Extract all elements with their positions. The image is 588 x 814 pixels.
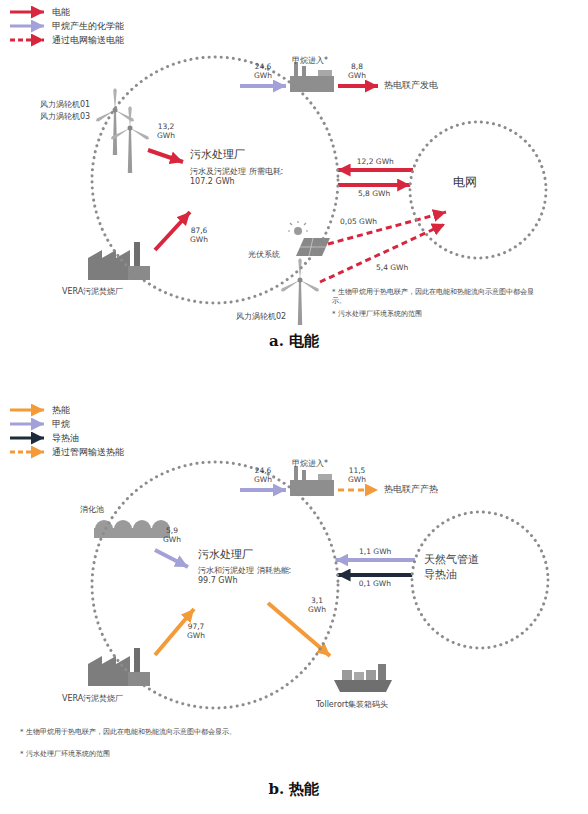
system-boundary xyxy=(92,462,338,708)
flow-label: 0,05 GWh xyxy=(340,217,377,226)
chp-plant xyxy=(290,62,334,92)
system-circle: 污水处理厂污水及污泥处理 所需电耗: 107.2 GWh xyxy=(90,55,340,305)
legend-text: 甲烷 xyxy=(52,418,70,430)
flow-label: 97,7 GWh xyxy=(184,622,208,641)
power-arrow xyxy=(148,150,183,162)
system-circle: 电网 xyxy=(408,120,548,260)
flow-label: 风力涡轮机02 xyxy=(236,312,286,322)
legend-sample xyxy=(10,437,44,440)
system-circle: 污水处理厂污水和污泥处理 消耗热能: 99.7 GWh xyxy=(90,460,340,710)
flow-label: 3,1 GWh xyxy=(306,596,328,615)
system-boundary xyxy=(92,57,338,303)
node-body: 污水和污泥处理 消耗热能: 99.7 GWh xyxy=(198,566,308,586)
flow-label: 热电联产发电 xyxy=(384,80,438,91)
heat-network-arrow xyxy=(338,489,378,492)
dotted-circle xyxy=(408,120,548,260)
power-arrow xyxy=(338,84,378,88)
flow-label: 5,9 GWh xyxy=(160,526,184,545)
flow-label: 24,6 GWh xyxy=(250,62,276,81)
flow-arrow xyxy=(338,168,413,172)
methane-arrow xyxy=(155,550,188,567)
legend-sample xyxy=(10,451,44,454)
flow-label: 11,5 GWh xyxy=(344,466,370,485)
flow-label: * 生物甲烷用于热电联产，因此在电能和热能流向示意图中都会显示。 xyxy=(332,288,542,306)
flow-label: 甲烷进入* xyxy=(292,56,328,66)
flow-label: * 污水处理厂环境系统的范围 xyxy=(20,750,110,759)
node-body: 导热油 xyxy=(424,568,457,582)
grid-arrow xyxy=(328,212,446,244)
legend-sample xyxy=(10,25,44,28)
flow-label: Tollerort集装箱码头 xyxy=(316,700,388,710)
panel-caption: a. 电能 xyxy=(244,332,344,351)
methane-arrow xyxy=(240,84,286,88)
legend-text: 通过电网输送电能 xyxy=(52,34,124,46)
legend-sample xyxy=(10,39,44,42)
legend-sample xyxy=(10,409,44,412)
legend-sample xyxy=(10,11,44,14)
system-circle: 天然气管道导热油 xyxy=(410,510,550,650)
node-title: 电网 xyxy=(453,175,477,190)
methane-arrow xyxy=(240,488,286,492)
legend-text: 导热油 xyxy=(52,432,79,444)
flow-label: 87,6 GWh xyxy=(186,226,212,245)
incineration-plant xyxy=(88,648,150,686)
flow-label: VERA污泥焚烧厂 xyxy=(62,287,123,297)
chp-plant xyxy=(290,466,334,496)
wind-turbine xyxy=(110,106,150,173)
flow-label: 消化池 xyxy=(80,505,104,515)
flow-label: * 污水处理厂环境系统的范围 xyxy=(332,310,422,319)
node-title: 污水处理厂 xyxy=(190,148,245,162)
edge-label: 12,2 GWh xyxy=(356,157,395,166)
system-boundary xyxy=(410,122,546,258)
flow-label: 甲烷进入* xyxy=(292,459,328,469)
edge-label: 1,1 GWh xyxy=(358,547,392,556)
legend-text: 热能 xyxy=(52,404,70,416)
edge-label: 0,1 GWh xyxy=(358,579,392,588)
flow-label: 热电联产产热 xyxy=(384,484,438,495)
flow-label: 24,6 GWh xyxy=(250,466,276,485)
node-title: 天然气管道 xyxy=(424,553,479,567)
flow-label: VERA污泥焚烧厂 xyxy=(62,694,123,704)
edge-label: 5,8 GWh xyxy=(357,189,391,198)
flow-label: 风力涡轮机01 xyxy=(40,100,90,110)
flow-arrow xyxy=(338,183,410,187)
legend-text: 通过管网输送热能 xyxy=(52,446,124,458)
legend-sample xyxy=(10,423,44,426)
flow-arrow xyxy=(335,558,415,562)
legend-text: 甲烷产生的化学能 xyxy=(52,20,124,32)
legend-text: 电能 xyxy=(52,6,70,18)
flow-label: 13,2 GWh xyxy=(153,122,179,141)
flow-label: 光伏系统 xyxy=(248,250,280,260)
panel-caption: b. 热能 xyxy=(244,780,344,799)
flow-label: * 生物甲烷用于热电联产，因此在电能和热能流向示意图中都会显示。 xyxy=(20,728,280,737)
flow-arrow xyxy=(338,573,413,577)
power-arrow xyxy=(155,212,190,250)
flow-label: 5,4 GWh xyxy=(376,263,408,272)
flow-label: 8,8 GWh xyxy=(344,62,370,81)
grid-arrow xyxy=(320,224,445,282)
node-body: 污水及污泥处理 所需电耗: 107.2 GWh xyxy=(190,167,300,187)
flow-label: 风力涡轮机03 xyxy=(40,112,90,122)
system-boundary xyxy=(412,512,548,648)
incineration-plant xyxy=(88,242,150,280)
node-title: 污水处理厂 xyxy=(198,548,253,562)
container-ship xyxy=(334,664,392,692)
